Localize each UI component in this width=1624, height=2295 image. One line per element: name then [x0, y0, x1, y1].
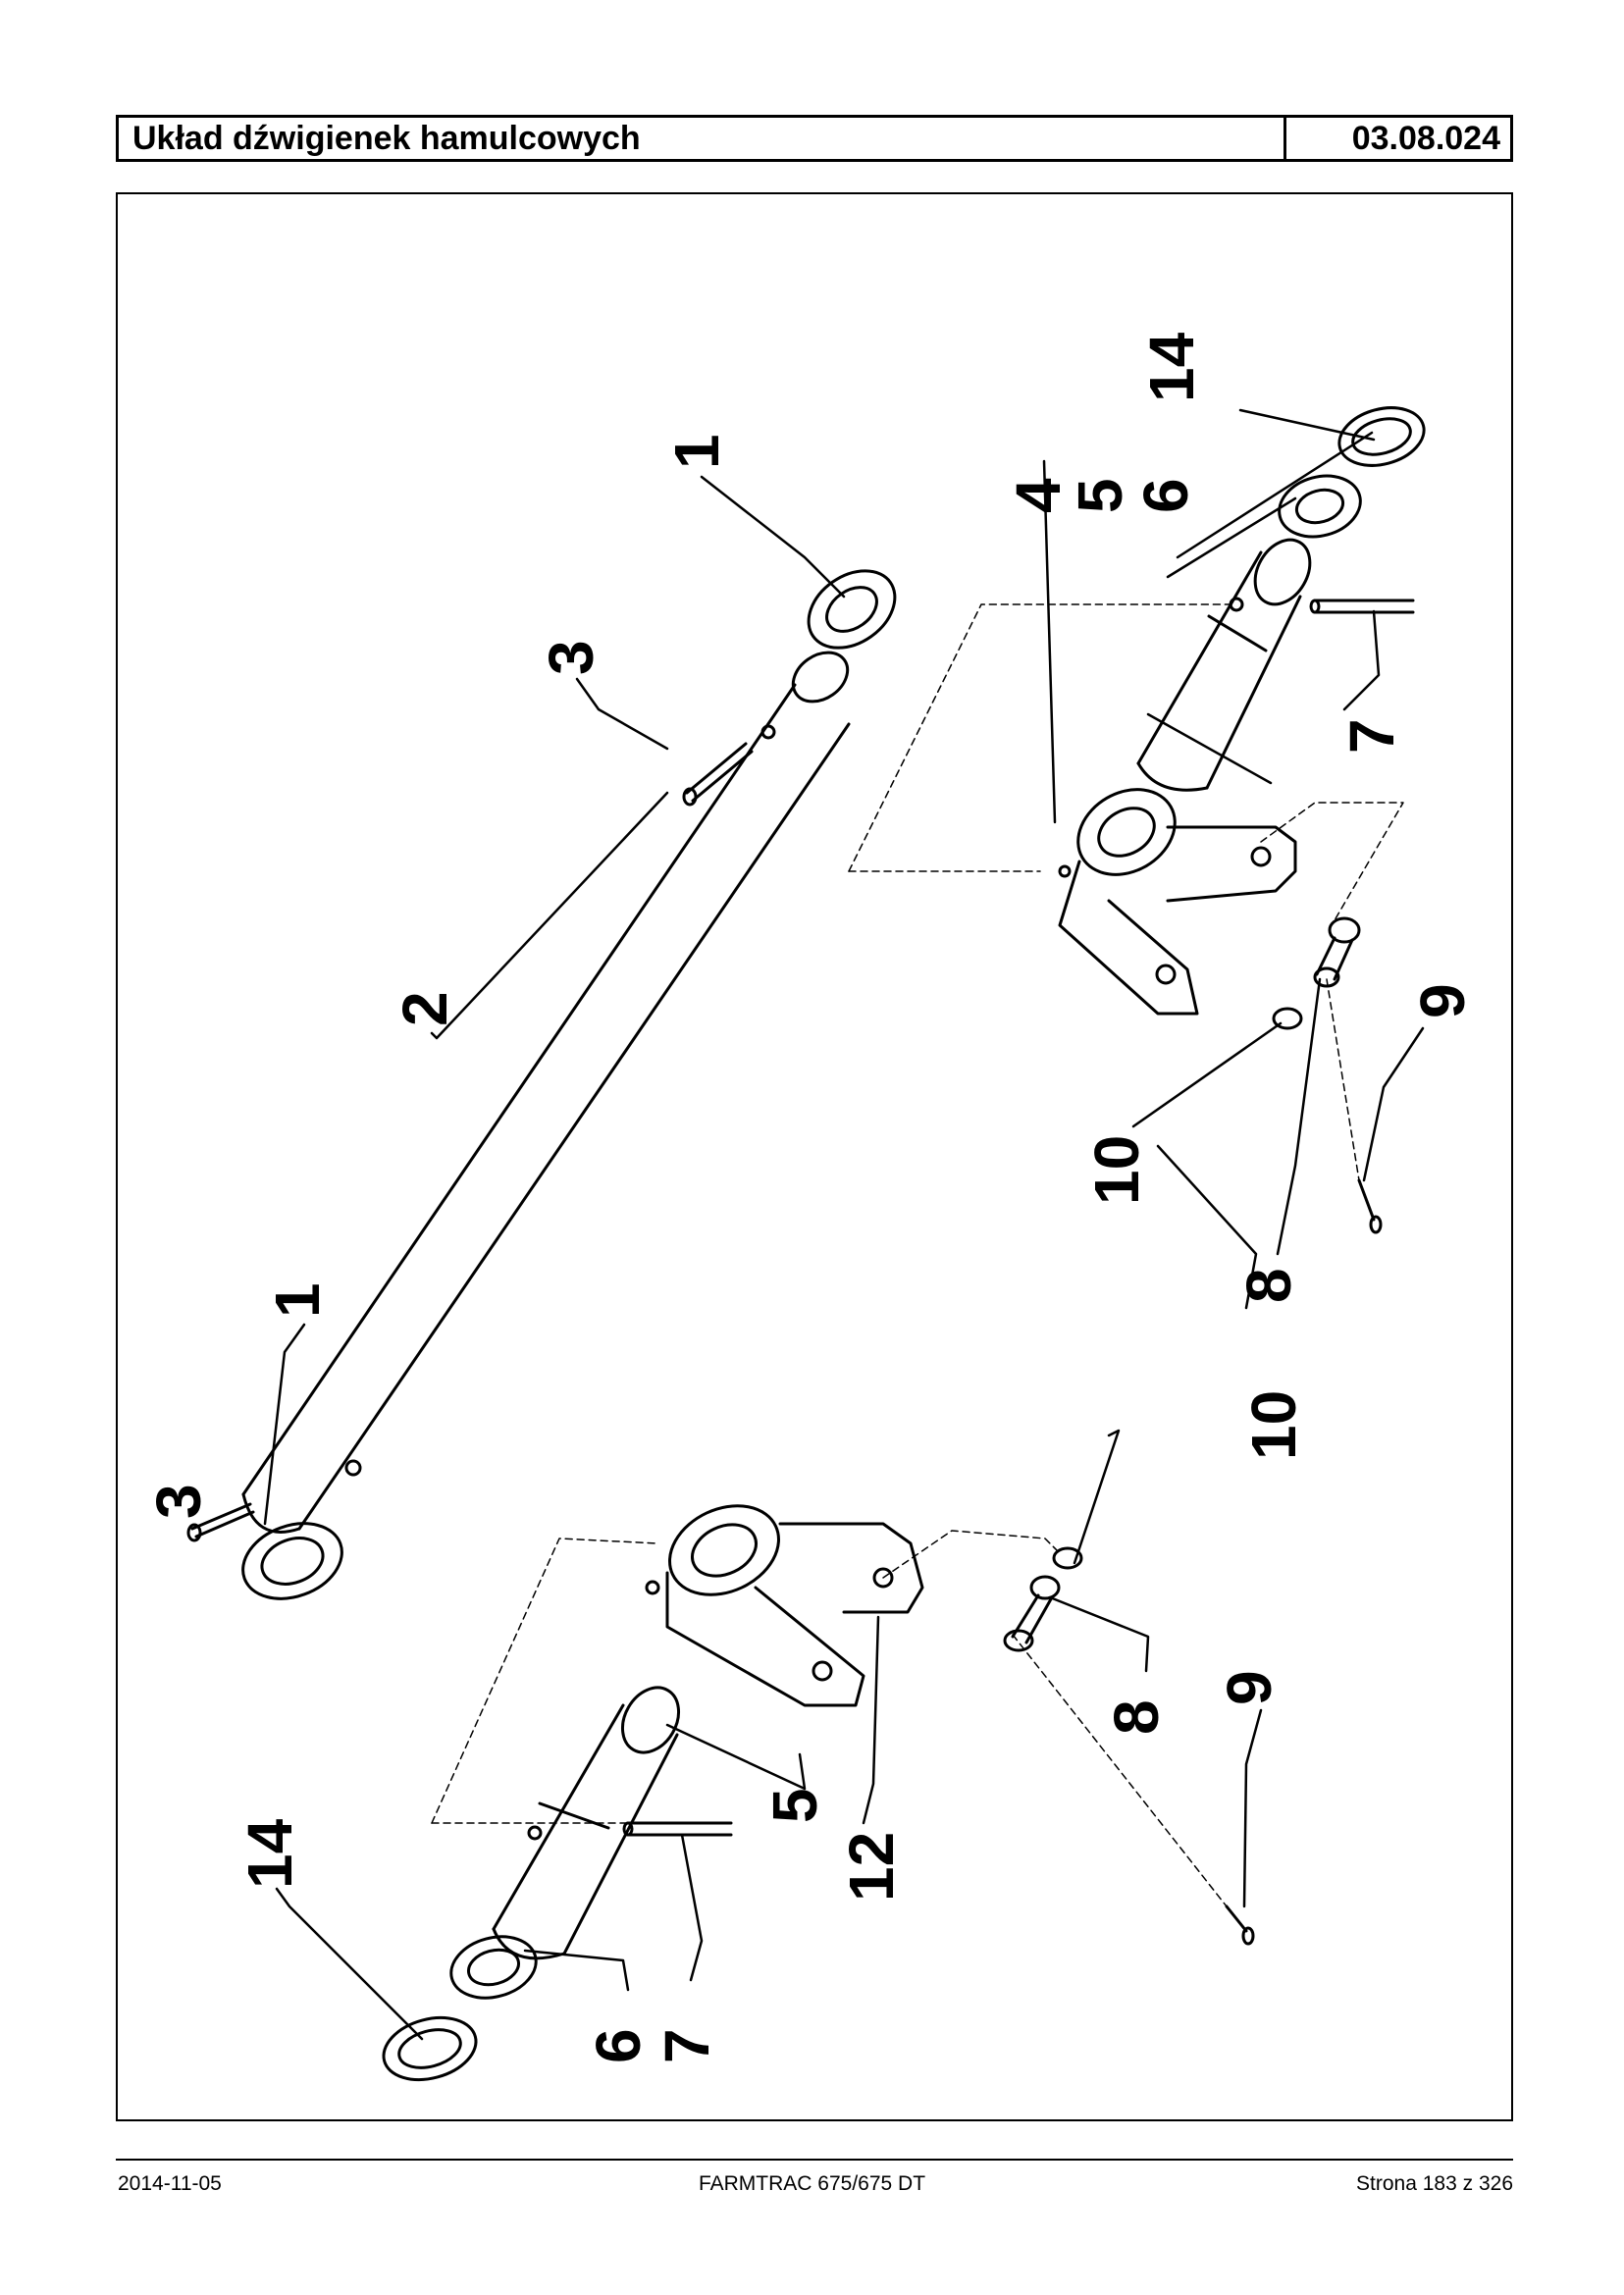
- bushing-1-left: [241, 1522, 343, 1600]
- bolt-8-left: [1003, 1575, 1061, 1652]
- callout-14-left: 14: [235, 1818, 305, 1889]
- pin-3-left: [186, 1502, 255, 1542]
- cotter-9-right: [1357, 1178, 1383, 1234]
- footer-date: 2014-11-05: [118, 2172, 222, 2195]
- pin-7-right: [1309, 599, 1415, 614]
- bolt-8-right: [1313, 916, 1361, 988]
- footer-page-number: Strona 183 z 326: [1356, 2172, 1513, 2195]
- callout-5-left: 5: [760, 1788, 830, 1823]
- callout-7-right: 7: [1336, 718, 1407, 754]
- cotter-9-left: [1225, 1904, 1255, 1946]
- page-title: Układ dźwigienek hamulcowych: [119, 118, 1286, 159]
- callout-7-left: 7: [652, 2028, 722, 2063]
- shaft-5-right: [1136, 538, 1312, 792]
- exploded-parts-diagram: 1 2 3 1 3 4 5 6 14 7 10 9 8 5 12 10 8 9 …: [143, 332, 1478, 2082]
- washer-6-left: [449, 1935, 538, 2000]
- section-code: 03.08.024: [1351, 120, 1500, 157]
- shaft-2: [241, 651, 851, 1534]
- leader-lines: [263, 408, 1425, 2041]
- washer-14-left: [382, 2015, 478, 2082]
- callout-3-left: 3: [143, 1484, 214, 1519]
- callout-6-left: 6: [583, 2028, 654, 2063]
- shaft-5-left: [492, 1686, 681, 1960]
- bushing-1-top: [807, 569, 897, 650]
- callout-8-right: 8: [1233, 1268, 1304, 1303]
- callout-14-right: 14: [1136, 332, 1207, 402]
- callout-1-left: 1: [262, 1282, 333, 1318]
- callout-8-left: 8: [1101, 1699, 1172, 1735]
- callout-3-top: 3: [536, 640, 606, 675]
- footer-model: FARMTRAC 675/675 DT: [698, 2172, 926, 2195]
- pin-3-top: [682, 742, 754, 807]
- washer-6-right: [1278, 474, 1362, 539]
- assembly-dashed-lines: [431, 603, 1404, 1907]
- callout-5-right: 5: [1065, 478, 1135, 513]
- callout-2: 2: [390, 991, 460, 1026]
- footer-divider: [116, 2159, 1513, 2161]
- callout-10-left: 10: [1238, 1390, 1309, 1460]
- lever-4: [1058, 788, 1297, 1016]
- page-header: Układ dźwigienek hamulcowych 03.08.024: [116, 115, 1513, 162]
- washer-14-right: [1337, 406, 1426, 467]
- callout-9-left: 9: [1214, 1670, 1284, 1705]
- diagram-frame: 1 2 3 1 3 4 5 6 14 7 10 9 8 5 12 10 8 9 …: [116, 192, 1513, 2121]
- callout-12: 12: [836, 1832, 907, 1902]
- lever-12: [645, 1504, 924, 1707]
- pin-7-left: [622, 1821, 733, 1837]
- washer-10-right: [1272, 1007, 1303, 1030]
- washer-10-left: [1052, 1546, 1083, 1570]
- callout-6-right: 6: [1130, 478, 1201, 513]
- callout-4: 4: [1003, 478, 1074, 513]
- callout-9-right: 9: [1407, 983, 1478, 1018]
- callout-10-right: 10: [1081, 1135, 1152, 1205]
- callout-1-top: 1: [661, 434, 732, 469]
